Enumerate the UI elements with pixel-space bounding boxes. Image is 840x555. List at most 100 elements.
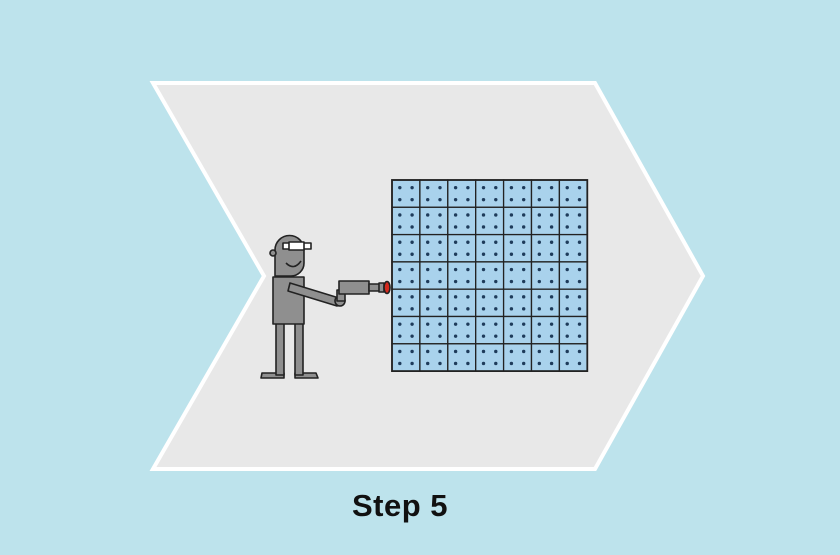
panel-cell xyxy=(447,179,477,208)
panel-dot xyxy=(537,322,542,326)
panel-dot xyxy=(398,361,402,366)
panel-dot xyxy=(466,307,470,311)
panel-cell xyxy=(558,179,588,208)
panel-dot xyxy=(509,322,514,326)
robot-goggles-lens xyxy=(288,241,305,251)
panel-dot xyxy=(398,322,402,326)
panel-cell xyxy=(447,315,477,345)
panel-dot xyxy=(521,185,526,190)
panel-dot xyxy=(549,279,554,284)
panel-dot xyxy=(549,307,554,311)
panel-dot xyxy=(521,279,526,284)
panel-dot xyxy=(494,279,498,284)
panel-cell xyxy=(530,315,561,345)
panel-cell xyxy=(475,315,505,345)
panel-dot xyxy=(438,267,442,272)
panel-cell xyxy=(391,233,421,263)
panel-dot xyxy=(453,252,458,256)
panel-dot xyxy=(549,322,554,326)
panel-dot xyxy=(494,240,498,244)
panel-dot xyxy=(565,267,569,272)
panel-dot xyxy=(494,361,498,366)
panel-dot xyxy=(481,334,486,338)
panel-dot xyxy=(565,185,569,190)
panel-dot xyxy=(453,307,458,311)
panel-dot xyxy=(494,349,498,354)
panel-dot xyxy=(494,252,498,256)
panel-dot xyxy=(565,322,569,326)
panel-dot xyxy=(521,267,526,272)
panel-dot xyxy=(466,252,470,256)
panel-cell xyxy=(447,343,477,372)
panel-dot xyxy=(565,197,569,202)
panel-dot xyxy=(410,252,414,256)
panel-dot xyxy=(577,252,582,256)
panel-dot xyxy=(537,349,542,354)
tiled-panel-icon xyxy=(391,179,589,373)
panel-dot xyxy=(494,295,498,299)
panel-dot xyxy=(438,334,442,338)
panel-cell xyxy=(530,261,561,290)
panel-dot xyxy=(537,252,542,256)
panel-cell xyxy=(530,233,561,263)
panel-dot xyxy=(410,225,414,229)
panel-dot xyxy=(438,225,442,229)
panel-dot xyxy=(398,349,402,354)
panel-dot xyxy=(398,334,402,338)
panel-dot xyxy=(537,197,542,202)
panel-dot xyxy=(521,240,526,244)
panel-dot xyxy=(398,279,402,284)
panel-dot xyxy=(426,279,430,284)
panel-cell xyxy=(558,261,588,290)
panel-cell xyxy=(558,206,588,236)
panel-dot xyxy=(398,213,402,217)
panel-cell xyxy=(502,179,533,208)
panel-dot xyxy=(398,295,402,299)
panel-dot xyxy=(426,252,430,256)
robot-arm xyxy=(287,282,340,307)
panel-dot xyxy=(398,197,402,202)
panel-cell xyxy=(419,179,449,208)
panel-frame xyxy=(391,179,589,373)
panel-dot xyxy=(453,213,458,217)
panel-dot xyxy=(410,322,414,326)
panel-dot xyxy=(453,225,458,229)
panel-dot xyxy=(453,197,458,202)
panel-cell xyxy=(558,315,588,345)
panel-dot xyxy=(577,213,582,217)
panel-dot xyxy=(438,295,442,299)
panel-dot xyxy=(466,349,470,354)
panel-dot xyxy=(426,322,430,326)
panel-dot xyxy=(481,307,486,311)
panel-dot xyxy=(426,225,430,229)
panel-dot xyxy=(481,252,486,256)
panel-cell xyxy=(391,179,421,208)
panel-dot xyxy=(426,213,430,217)
panel-dot xyxy=(410,295,414,299)
panel-dot xyxy=(565,225,569,229)
panel-dot xyxy=(537,279,542,284)
panel-dot xyxy=(410,279,414,284)
robot-smile xyxy=(285,260,302,268)
panel-dot xyxy=(426,307,430,311)
panel-cell xyxy=(558,343,588,372)
panel-dot xyxy=(537,225,542,229)
robot-torso xyxy=(272,276,305,325)
panel-dot xyxy=(537,334,542,338)
panel-dot xyxy=(398,252,402,256)
panel-dot xyxy=(426,267,430,272)
panel-cell xyxy=(475,233,505,263)
panel-dot xyxy=(438,252,442,256)
panel-dot xyxy=(410,185,414,190)
panel-dot xyxy=(549,240,554,244)
panel-dot xyxy=(438,361,442,366)
panel-dot xyxy=(466,334,470,338)
panel-dot xyxy=(481,361,486,366)
panel-dot xyxy=(466,279,470,284)
panel-dot xyxy=(426,240,430,244)
panel-dot xyxy=(466,240,470,244)
panel-dot xyxy=(481,185,486,190)
panel-dot xyxy=(481,197,486,202)
panel-dot xyxy=(466,295,470,299)
panel-dot xyxy=(565,295,569,299)
